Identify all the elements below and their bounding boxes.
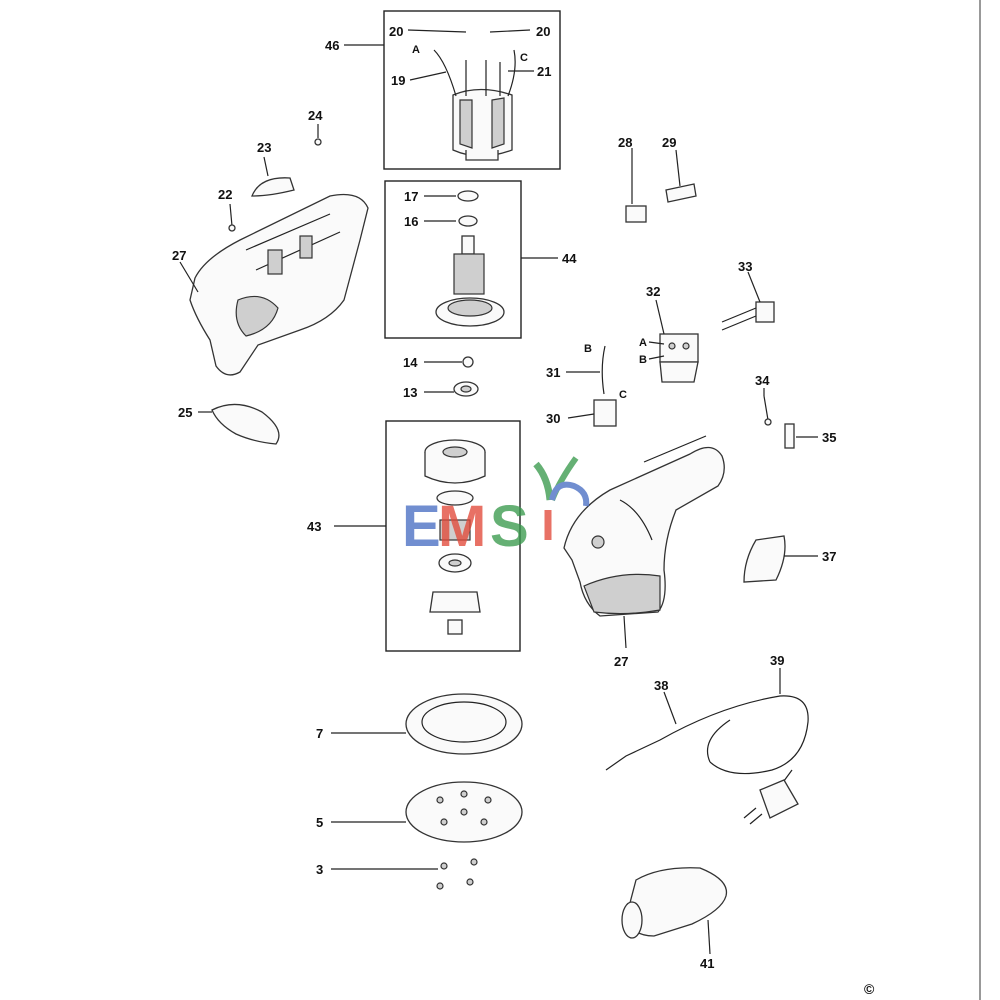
callout-31: 31 xyxy=(546,365,560,380)
callout-16: 16 xyxy=(404,214,418,229)
callout-46: 46 xyxy=(325,38,339,53)
capacitor-label-c: C xyxy=(619,389,627,401)
callout-38: 38 xyxy=(654,678,668,693)
switch-label-b: B xyxy=(639,354,647,366)
wire-label-b: B xyxy=(584,343,592,355)
callout-21: 21 xyxy=(537,64,551,79)
leader-27-right xyxy=(623,615,627,649)
callout-32: 32 xyxy=(646,284,660,299)
callout-27-left: 27 xyxy=(172,248,186,263)
callout-39: 39 xyxy=(770,653,784,668)
dust-bag-part xyxy=(621,867,728,939)
leader-23 xyxy=(263,156,269,177)
callout-19: 19 xyxy=(391,73,405,88)
ems-watermark: E M S xyxy=(402,456,590,559)
leader-41 xyxy=(707,919,711,955)
sander-body-part xyxy=(563,435,725,617)
leader-33 xyxy=(747,271,761,303)
switch-part xyxy=(659,333,699,383)
watermark-letter-m: M xyxy=(438,494,486,559)
callout-35: 35 xyxy=(822,430,836,445)
callout-7: 7 xyxy=(316,726,323,741)
callout-20-right: 20 xyxy=(536,24,550,39)
left-housing-part xyxy=(189,193,369,376)
leader-38 xyxy=(663,691,677,725)
leader-switch-a xyxy=(648,341,665,345)
leader-switch-b xyxy=(648,355,665,360)
fan-assembly-box xyxy=(385,420,521,652)
watermark-letter-e: E xyxy=(402,494,441,559)
callout-13: 13 xyxy=(403,385,417,400)
nut-and-bearing-parts xyxy=(453,356,479,397)
backing-ring-part xyxy=(405,693,523,755)
callout-43: 43 xyxy=(307,519,321,534)
callout-28: 28 xyxy=(618,135,632,150)
watermark-letter-s: S xyxy=(490,494,529,559)
screw-label-small-parts xyxy=(228,138,322,232)
callout-17: 17 xyxy=(404,189,418,204)
callout-41: 41 xyxy=(700,956,714,971)
wire-and-capacitor-parts xyxy=(593,345,617,427)
leader-27-left xyxy=(179,261,199,293)
callout-22: 22 xyxy=(218,187,232,202)
callout-23: 23 xyxy=(257,140,271,155)
callout-24: 24 xyxy=(308,108,323,123)
copyright-symbol: © xyxy=(864,981,875,997)
callout-20-left: 20 xyxy=(389,24,403,39)
leader-29 xyxy=(675,149,681,187)
callout-44: 44 xyxy=(562,251,577,266)
carbon-brush-parts xyxy=(625,183,697,223)
callout-14: 14 xyxy=(403,355,418,370)
callout-27-right: 27 xyxy=(614,654,628,669)
switch-label-a: A xyxy=(639,337,647,349)
callout-37: 37 xyxy=(822,549,836,564)
stator-assembly-box xyxy=(383,10,561,170)
suppressor-part xyxy=(721,301,775,331)
leader-30 xyxy=(567,413,595,419)
callout-29: 29 xyxy=(662,135,676,150)
side-pad-part xyxy=(743,535,786,583)
leader-20b xyxy=(489,29,531,33)
wire-label-c: C xyxy=(520,52,528,64)
callout-3: 3 xyxy=(316,862,323,877)
callout-30: 30 xyxy=(546,411,560,426)
screw-and-clip-parts xyxy=(763,395,795,449)
fan-assembly-part xyxy=(424,439,486,635)
stator-part xyxy=(433,49,516,161)
grip-pad-part xyxy=(211,403,280,445)
callout-34: 34 xyxy=(755,373,770,388)
callout-33: 33 xyxy=(738,259,752,274)
leader-20a xyxy=(407,29,467,33)
leader-32 xyxy=(655,299,665,335)
power-cord-part xyxy=(605,695,809,825)
sanding-pad-part xyxy=(405,781,523,843)
callout-25: 25 xyxy=(178,405,192,420)
armature-box xyxy=(384,180,522,339)
callout-5: 5 xyxy=(316,815,323,830)
wire-label-a: A xyxy=(412,44,420,56)
pad-screws-part xyxy=(436,858,478,890)
armature-part xyxy=(435,190,505,327)
leader-19 xyxy=(409,71,447,81)
